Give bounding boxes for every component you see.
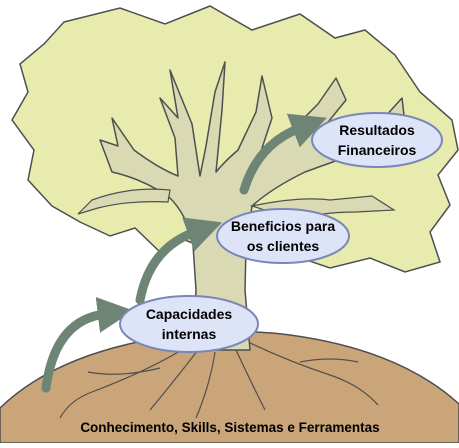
resultados-financeiros-node: Resultados Financeiros: [311, 112, 443, 168]
capacidades-internas-node: Capacidades internas: [119, 295, 259, 353]
resultados-label-2: Financeiros: [338, 142, 417, 158]
beneficios-clientes-node: Beneficios para os clientes: [216, 208, 350, 264]
ground-caption: Conhecimento, Skills, Sistemas e Ferrame…: [80, 420, 379, 435]
tree-roots: [59, 341, 379, 419]
capacidades-label-1: Capacidades: [146, 306, 233, 322]
resultados-label-1: Resultados: [339, 122, 415, 138]
curved-arrow-icon: [41, 113, 327, 393]
beneficios-label-2: os clientes: [247, 238, 320, 254]
capacidades-label-2: internas: [162, 326, 217, 342]
beneficios-label-1: Beneficios para: [231, 218, 335, 234]
